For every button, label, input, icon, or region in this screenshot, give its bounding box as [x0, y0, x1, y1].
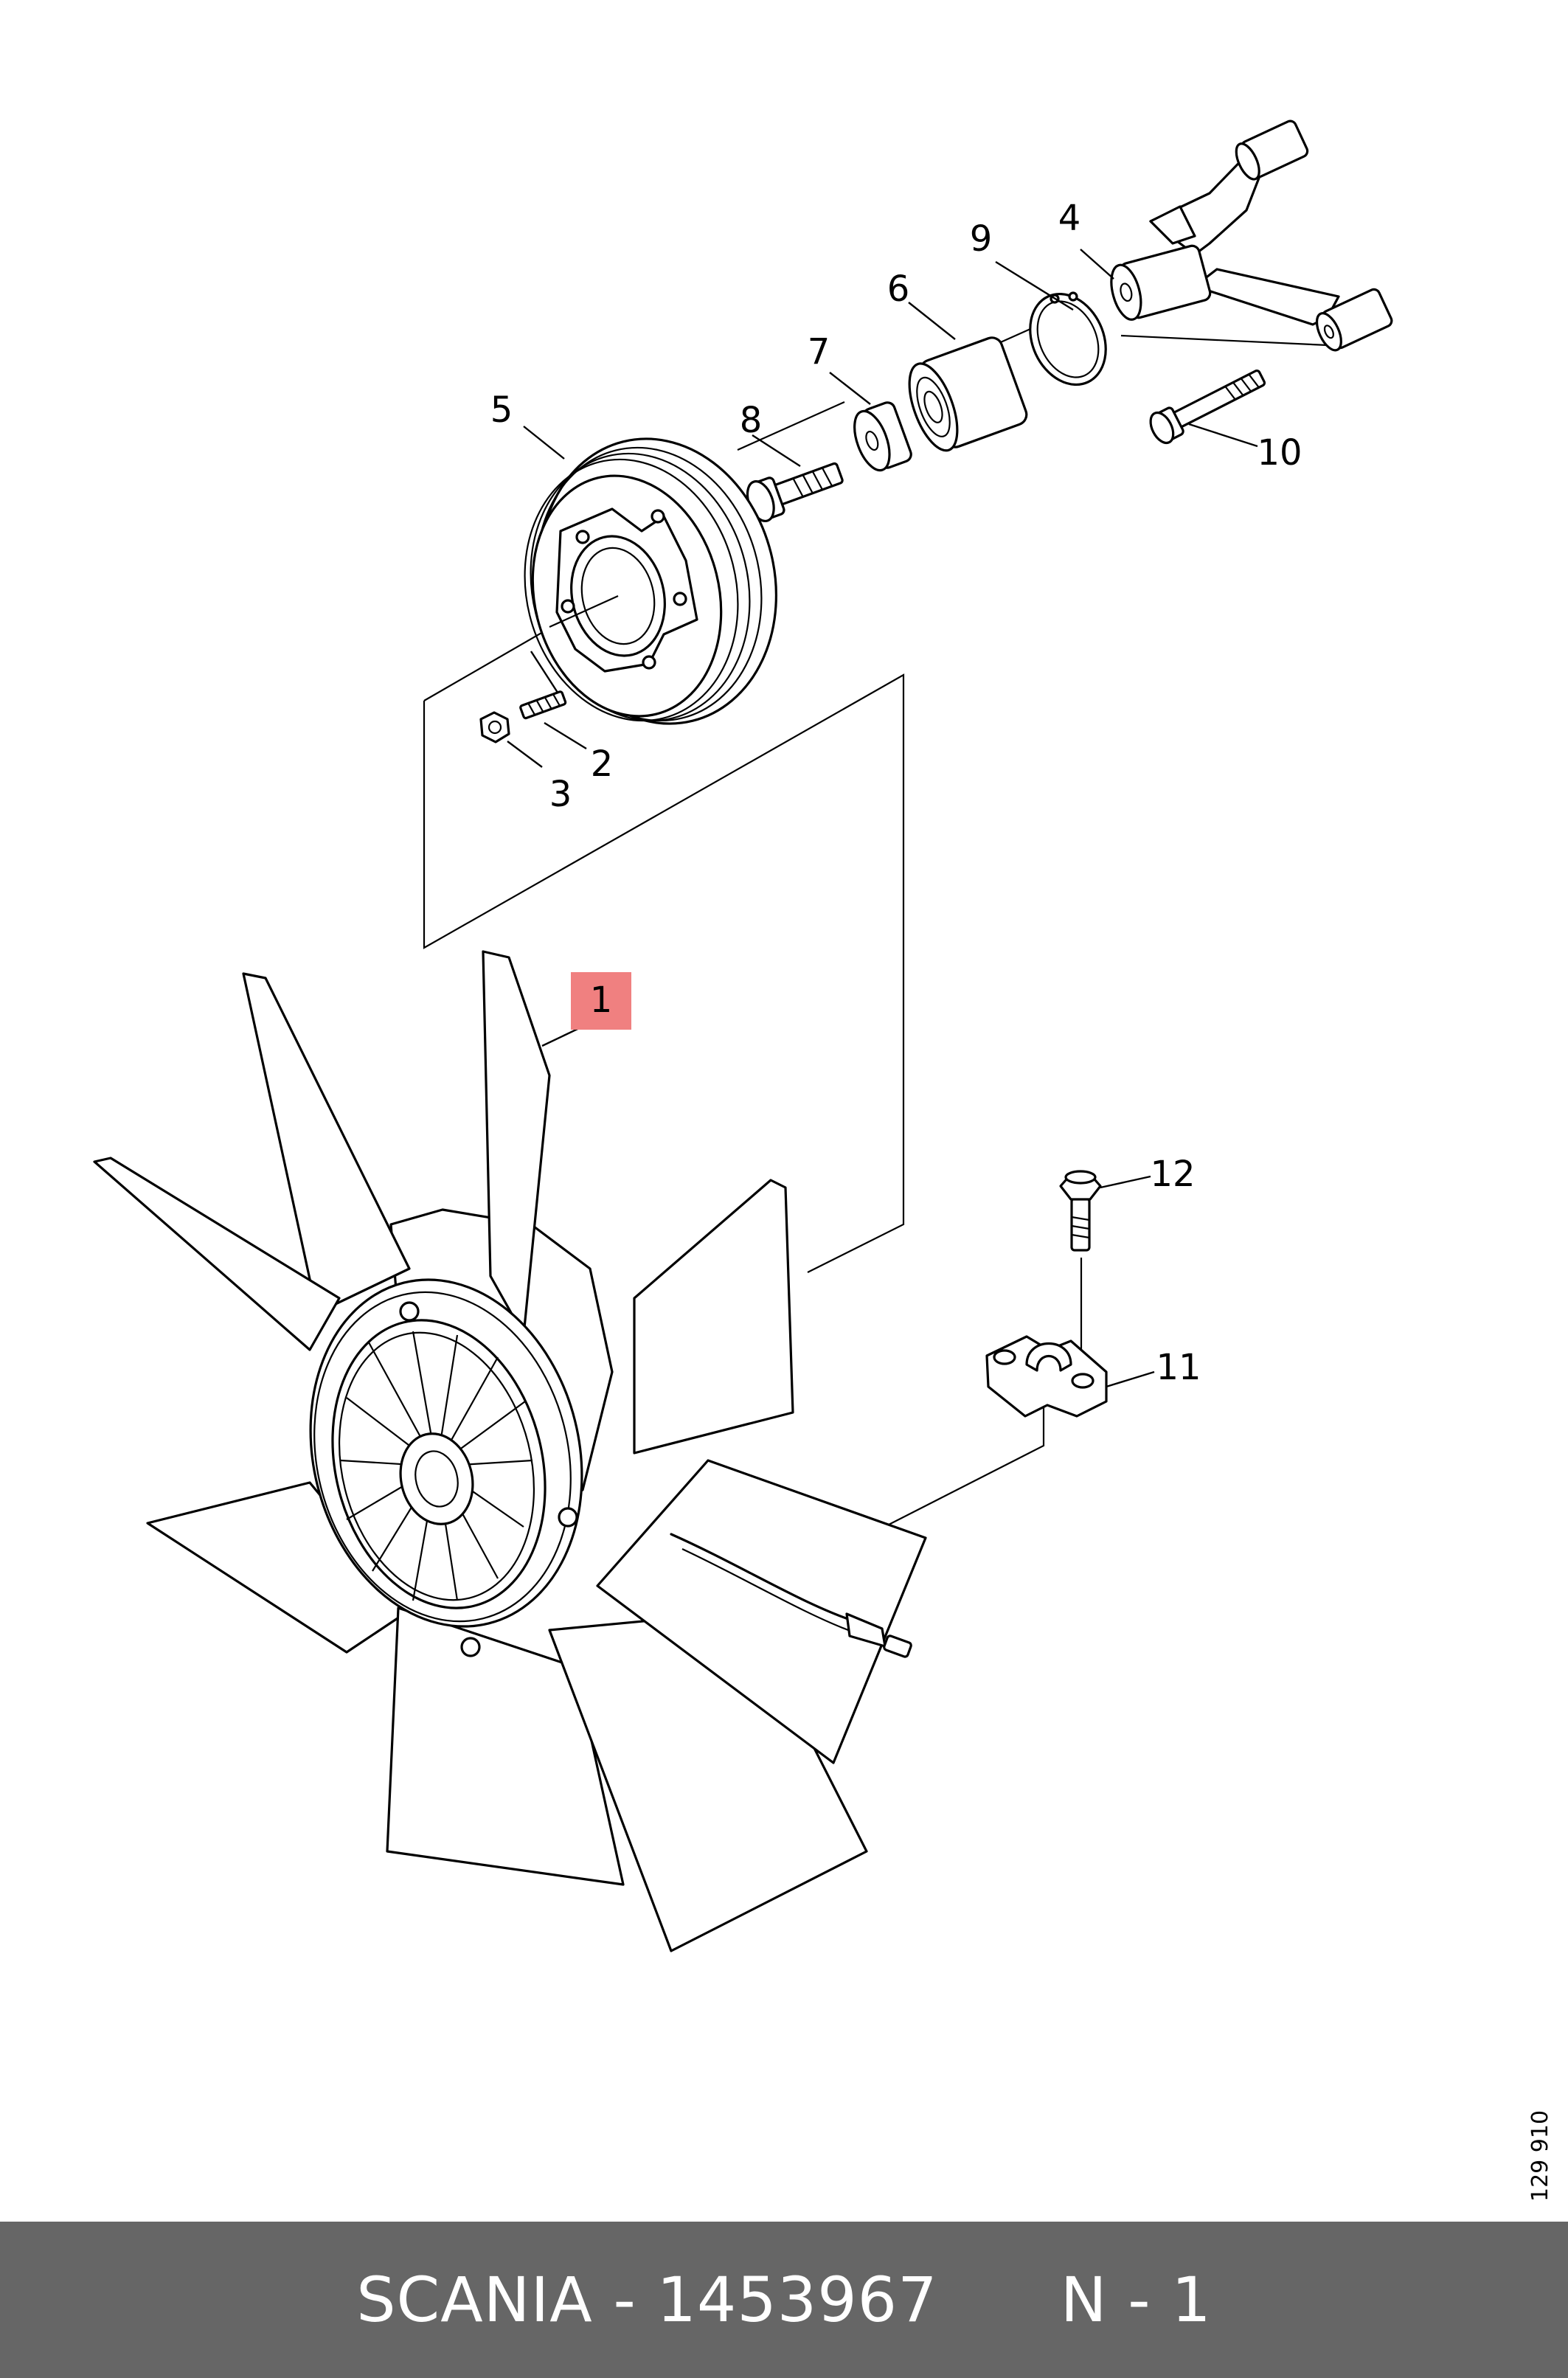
part-3-nut	[479, 711, 510, 743]
exploded-parts-diagram: 1 2 3 4 5 6 7 8 9 10 11 12 129 910	[93, 119, 1553, 2202]
part-10-long-bolt	[1149, 369, 1266, 445]
part-11-clamp	[985, 1335, 1108, 1418]
reference-number: 129 910	[1527, 2110, 1553, 2202]
part-2-stud	[519, 690, 567, 720]
callout-5: 5	[490, 389, 513, 431]
callout-1-highlight	[571, 972, 631, 1030]
part-4-bracket	[1110, 119, 1393, 352]
callout-4: 4	[1058, 198, 1081, 239]
part-6-bearing	[908, 336, 1028, 452]
callout-10: 10	[1257, 432, 1302, 474]
callout-12: 12	[1150, 1154, 1195, 1195]
part-9-circlip	[1029, 291, 1107, 386]
callout-3: 3	[549, 774, 572, 815]
part-5-pulley	[524, 437, 778, 725]
callout-labels: 1 2 3 4 5 6 7 8 9 10 11 12	[490, 198, 1302, 1388]
callout-11: 11	[1156, 1347, 1201, 1388]
part-1-fan-assembly	[93, 950, 927, 1952]
callout-9: 9	[970, 218, 993, 260]
part-7-washer	[853, 401, 912, 472]
part-8-bolt	[746, 462, 844, 522]
part-12-bolt	[1059, 1170, 1102, 1252]
callout-1: 1	[590, 980, 613, 1021]
callout-6: 6	[887, 268, 910, 310]
callout-8: 8	[740, 400, 763, 441]
leader-lines	[507, 249, 1258, 1388]
footer-text: SCANIA - 1453967 N - 1	[356, 2264, 1212, 2336]
callout-7: 7	[808, 331, 830, 372]
callout-2: 2	[591, 743, 614, 785]
footer-bar: SCANIA - 1453967 N - 1	[0, 2222, 1568, 2378]
